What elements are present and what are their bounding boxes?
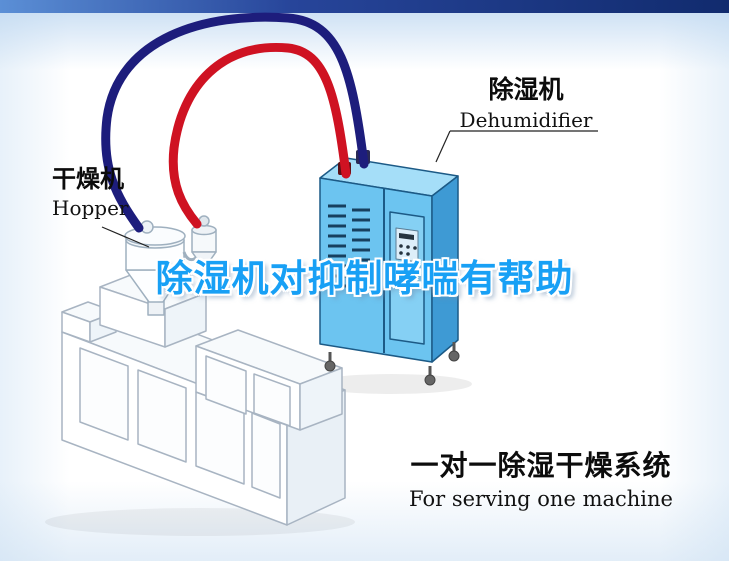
hopper-label: 干燥机 Hopper (52, 165, 162, 220)
rear-cover-panel (253, 373, 291, 427)
panel-button-icon (406, 245, 410, 249)
vent-slats (328, 204, 370, 292)
dehumidifier-leader-line (435, 130, 451, 163)
display-icon (399, 233, 414, 240)
feed-tower-side (164, 292, 207, 348)
rear-cover-side (299, 367, 343, 431)
loader-tube (182, 251, 197, 262)
cabinet-side (431, 175, 459, 363)
dehumidifier-label: 除湿机 Dehumidifier (448, 75, 604, 132)
caster-wheel (324, 360, 336, 372)
extruder-panel (137, 369, 187, 463)
hopper-lid (124, 226, 186, 246)
rear-cover-panel (205, 355, 247, 415)
extruder-panel (79, 347, 129, 441)
panel-button-icon (413, 246, 417, 250)
hopper-label-zh: 干燥机 (52, 165, 124, 193)
dehumidifier-unit (319, 150, 460, 386)
loader-cone (191, 251, 217, 267)
hopper-leader-line (101, 226, 150, 248)
page-title: 除湿机对抑制哮喘有帮助 (155, 257, 574, 300)
hopper-label-en: Hopper (52, 195, 129, 220)
system-label-en: For serving one machine (409, 487, 673, 512)
caster-wheel (424, 374, 436, 386)
dehumidifier-label-en: Dehumidifier (459, 107, 593, 132)
panel-button-icon (406, 252, 410, 256)
top-gradient-bar (0, 0, 729, 13)
extruder-panel (251, 412, 281, 499)
supply-pipe (101, 12, 369, 233)
panel-button-icon (399, 251, 403, 255)
hopper-dryer (124, 215, 217, 316)
caster-wheel (448, 350, 460, 362)
dehumidifier-label-zh: 除湿机 (488, 75, 564, 104)
extruder-machine (61, 270, 346, 526)
panel-button-icon (399, 244, 403, 248)
system-label: 一对一除湿干燥系统 For serving one machine (391, 449, 691, 512)
return-pipe (168, 42, 351, 229)
system-label-zh: 一对一除湿干燥系统 (410, 449, 672, 482)
